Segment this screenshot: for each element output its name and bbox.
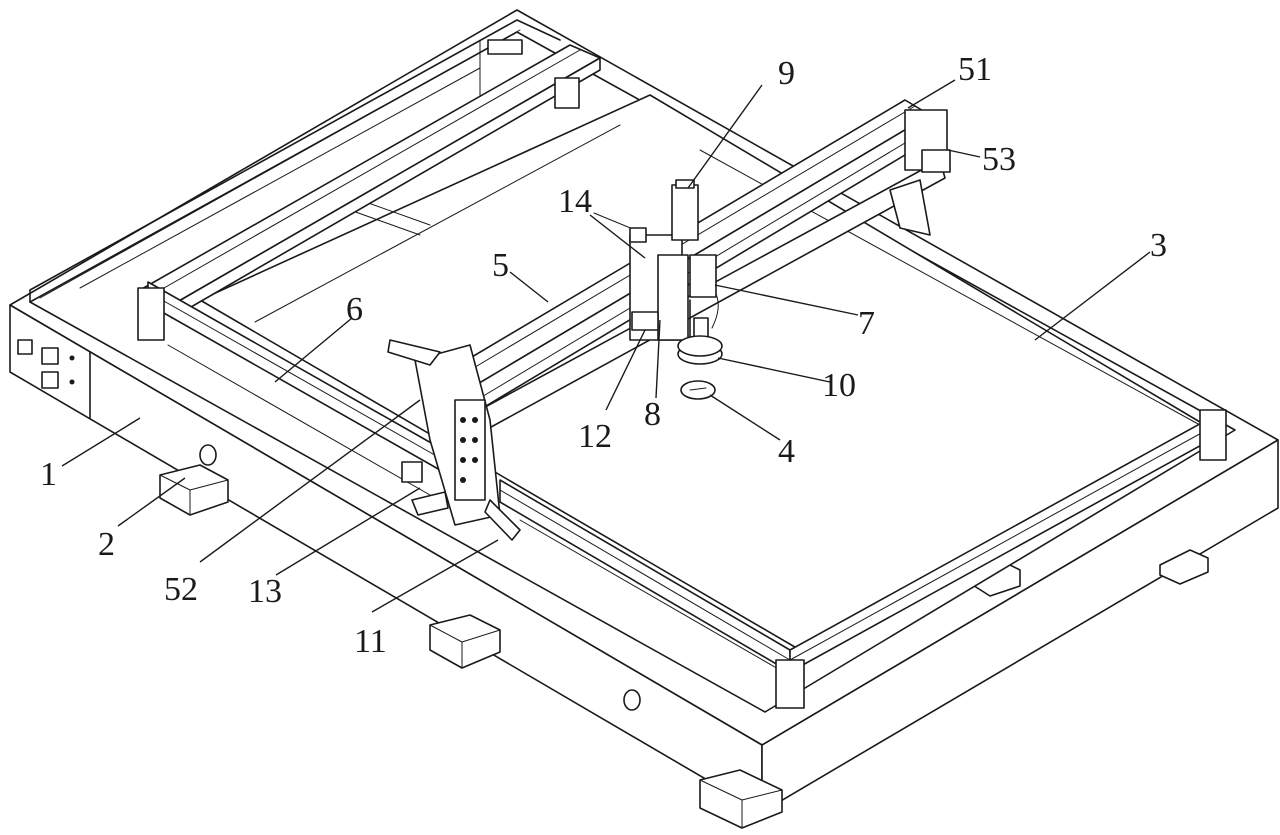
motor-9 — [671, 184, 699, 241]
left-long-rail — [137, 44, 1227, 709]
callout-10: 10 — [822, 367, 856, 404]
panel-switch-icon — [17, 339, 33, 355]
leader-lines — [61, 79, 1151, 613]
callout-4: 4 — [778, 433, 795, 470]
callouts: 1 2 3 4 5 6 7 8 9 10 11 12 13 14 51 52 5… — [40, 51, 1167, 660]
workpiece-4 — [680, 380, 716, 400]
callout-13: 13 — [248, 573, 282, 610]
callout-6: 6 — [346, 291, 363, 328]
callout-3: 3 — [1150, 227, 1167, 264]
callout-7: 7 — [858, 305, 875, 342]
callout-1: 1 — [40, 456, 57, 493]
callout-11: 11 — [354, 623, 387, 660]
callout-51: 51 — [958, 51, 992, 88]
callout-9: 9 — [778, 55, 795, 92]
callout-12: 12 — [578, 418, 612, 455]
side-port-icon — [199, 444, 217, 466]
support-feet — [159, 464, 1209, 829]
callout-5: 5 — [492, 247, 509, 284]
side-port-icon — [623, 689, 641, 711]
callout-14: 14 — [558, 183, 592, 220]
callout-2: 2 — [98, 526, 115, 563]
panel-button-icon — [41, 371, 59, 389]
callout-53: 53 — [982, 141, 1016, 178]
tool-head — [593, 179, 723, 400]
panel-button-icon — [41, 347, 59, 365]
callout-52: 52 — [164, 571, 198, 608]
callout-8: 8 — [644, 396, 661, 433]
